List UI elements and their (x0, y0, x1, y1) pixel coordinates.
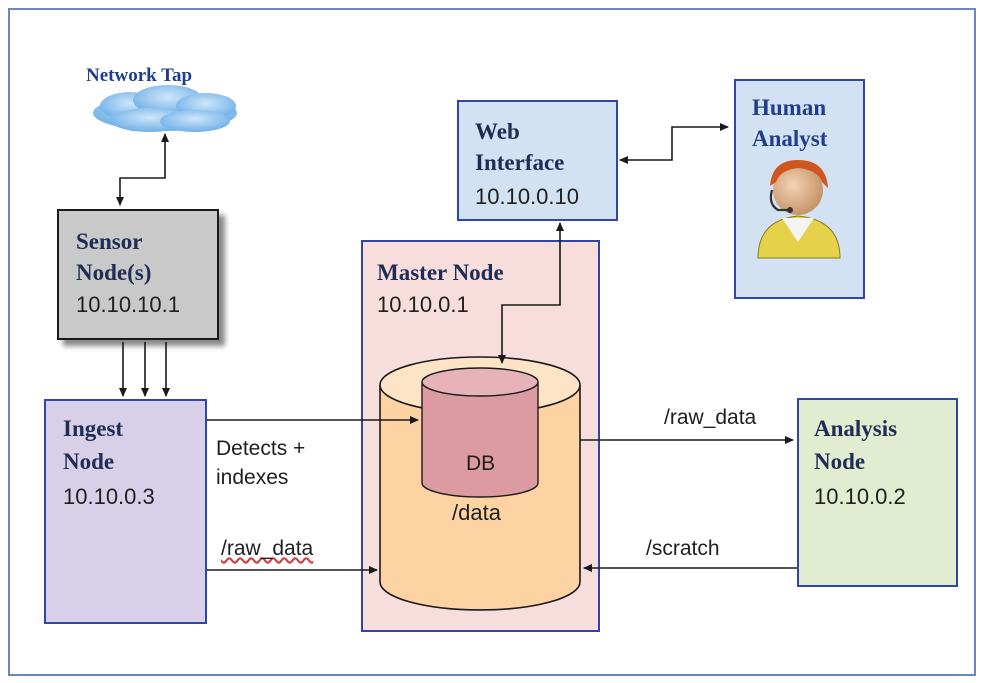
web-interface-title-line1: Web (475, 119, 520, 144)
human-analyst-title-line2: Analyst (752, 126, 828, 151)
master-node-title: Master Node (377, 260, 504, 285)
analysis-node-title-line2: Node (814, 449, 866, 474)
db-cylinder-icon (421, 367, 539, 498)
ingest-node-title-line2: Node (63, 449, 115, 474)
network-tap-cloud-icon (93, 85, 237, 132)
web-interface-ip: 10.10.0.10 (475, 184, 579, 209)
detects-label-line1: Detects + (216, 437, 306, 460)
network-tap-label: Network Tap (86, 65, 193, 86)
sensor-node-box (57, 209, 219, 340)
ingest-node-title-line1: Ingest (63, 416, 124, 441)
analysis-node-ip: 10.10.0.2 (814, 484, 906, 509)
web-interface-box (457, 100, 618, 221)
detects-label-line2: indexes (216, 466, 289, 489)
master-raw-data-label: /raw_data (664, 406, 757, 429)
data-mount-label: /data (452, 500, 501, 525)
scratch-label: /scratch (646, 537, 720, 560)
web-interface-title-line2: Interface (475, 150, 565, 175)
sensor-node-title-line1: Sensor (76, 229, 143, 254)
human-analyst-title-line1: Human (752, 95, 827, 120)
web-human-connector (619, 123, 729, 164)
sensor-node-ip: 10.10.10.1 (76, 292, 180, 317)
human-analyst-icon (757, 160, 841, 259)
master-node-ip: 10.10.0.1 (377, 292, 469, 317)
ingest-node-box (44, 399, 207, 624)
analysis-node-title-line1: Analysis (814, 416, 898, 441)
sensor-node-title-line2: Node(s) (76, 260, 152, 285)
analysis-node-box (797, 398, 958, 587)
ingest-node-ip: 10.10.0.3 (63, 484, 155, 509)
web-db-connector (498, 222, 564, 364)
db-label: DB (466, 452, 496, 475)
ingest-raw-data-label: /raw_data (221, 537, 314, 560)
tap-sensor-connector (116, 133, 169, 206)
